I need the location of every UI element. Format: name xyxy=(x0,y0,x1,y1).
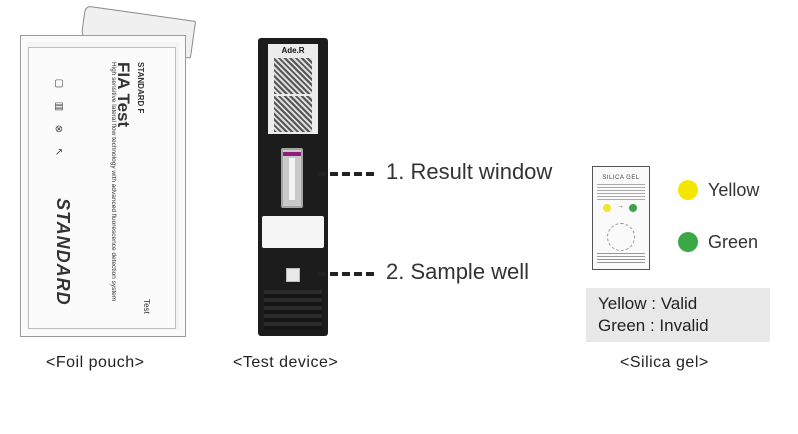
dashed-circle-icon xyxy=(607,223,635,251)
manual-icon: ▤ xyxy=(54,101,64,112)
green-indicator-dot xyxy=(629,204,637,212)
arrow-right-icon: → xyxy=(617,203,624,210)
device-label: Ade.R xyxy=(268,44,318,134)
foil-pouch: ▢ ▤ ⊗ ↗ STANDARD F FIA Test High sensiti… xyxy=(20,5,197,337)
result-window-pointer xyxy=(318,172,378,176)
pouch-brand-text: STANDARD F xyxy=(136,62,145,114)
qr-code-icon xyxy=(274,96,312,132)
no-reuse-icon: ⊗ xyxy=(54,124,64,135)
silica-gel-fine-print xyxy=(597,184,645,200)
test-device-caption: <Test device> xyxy=(233,354,339,371)
validity-key-box: Yellow : Valid Green : Invalid xyxy=(586,288,770,342)
legend-green-dot xyxy=(678,232,698,252)
device-label-text: Ade.R xyxy=(281,46,305,55)
pouch-symbol-column: ▢ ▤ ⊗ ↗ xyxy=(51,78,67,158)
sample-well xyxy=(286,268,300,282)
result-window-label: 1. Result window xyxy=(386,159,553,184)
control-line xyxy=(283,152,301,156)
legend-green-label: Green xyxy=(708,232,759,252)
pouch-test-count: Test xyxy=(141,299,151,314)
silica-gel-caption: <Silica gel> xyxy=(620,354,709,371)
standard-logo: STANDARD xyxy=(53,198,73,306)
legend-yellow-dot xyxy=(678,180,698,200)
qr-code-icon xyxy=(274,58,312,94)
legend-yellow-label: Yellow xyxy=(708,180,760,200)
invalid-status-text: Green : Invalid xyxy=(598,316,709,335)
device-grip xyxy=(264,290,322,330)
pouch-description: High sensitive lateral flow technology w… xyxy=(110,62,117,302)
sample-well-pointer xyxy=(318,272,378,276)
yellow-indicator-dot xyxy=(603,204,611,212)
test-device: Ade.R xyxy=(258,38,328,336)
test-strip xyxy=(289,158,295,200)
writing-area xyxy=(262,216,324,248)
silica-gel-footer-print xyxy=(597,253,645,263)
silica-gel-packet: SILICA GEL → xyxy=(592,166,650,270)
silica-gel-title: SILICA GEL xyxy=(602,175,640,181)
temperature-icon: ↗ xyxy=(54,147,64,158)
lot-icon: ▢ xyxy=(54,78,64,89)
foil-pouch-caption: <Foil pouch> xyxy=(46,354,145,371)
sample-well-label: 2. Sample well xyxy=(386,259,530,284)
pouch-label-panel: ▢ ▤ ⊗ ↗ STANDARD F FIA Test High sensiti… xyxy=(28,47,176,329)
valid-status-text: Yellow : Valid xyxy=(598,294,698,313)
result-window xyxy=(281,148,303,208)
